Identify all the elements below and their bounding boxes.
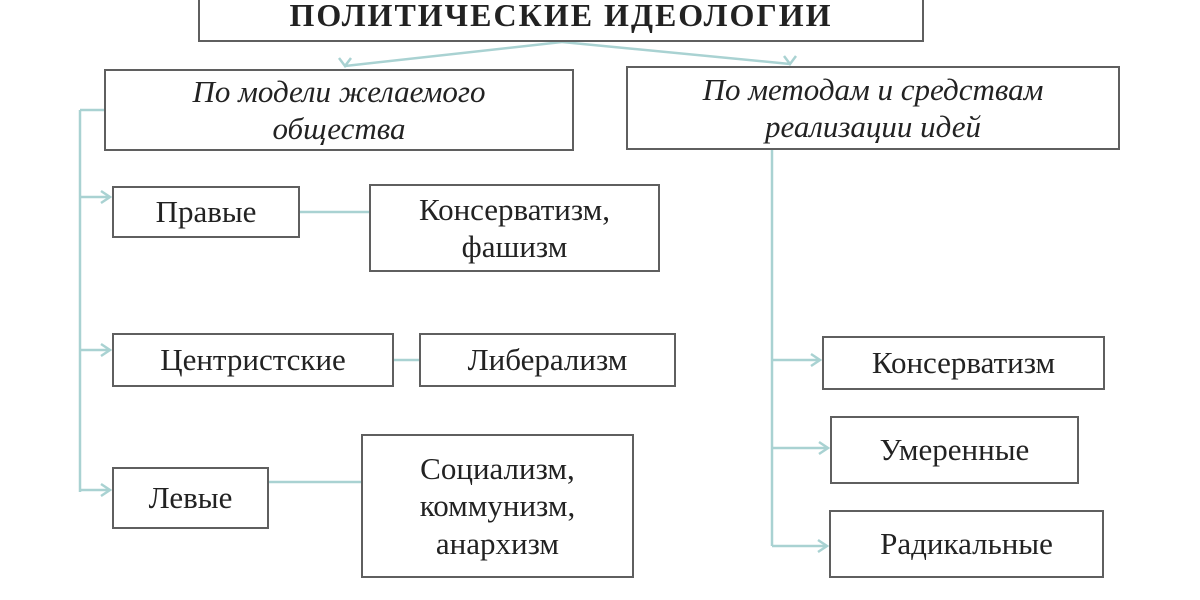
group-center-label: Центристские [112,333,394,387]
group-center-examples: Либерализм [419,333,676,387]
connector-title-to-left [344,40,563,68]
connector-title-to-right [561,40,791,66]
arrowhead-left-group [100,482,113,498]
group-right-label: Правые [112,186,300,238]
arrowhead-radical [817,538,830,554]
left-branch-heading: По модели желаемого общества [104,69,574,151]
arrowhead-moderate [818,440,831,456]
group-left-label: Левые [112,467,269,529]
group-right-examples: Консерватизм, фашизм [369,184,660,272]
arrowhead-conservatism [810,352,823,368]
right-branch-heading: По методам и средствам реализации идей [626,66,1120,150]
arrowhead-right-group [100,189,113,205]
method-item-radical: Радикальные [829,510,1104,578]
diagram-title: ПОЛИТИЧЕСКИЕ ИДЕОЛОГИИ [198,0,924,42]
method-item-conservatism: Консерватизм [822,336,1105,390]
arrowhead-right-heading [783,55,797,67]
arrowhead-left-heading [338,57,352,69]
method-item-moderate: Умеренные [830,416,1079,484]
group-left-examples: Социализм, коммунизм, анархизм [361,434,634,578]
arrowhead-center-group [100,342,113,358]
